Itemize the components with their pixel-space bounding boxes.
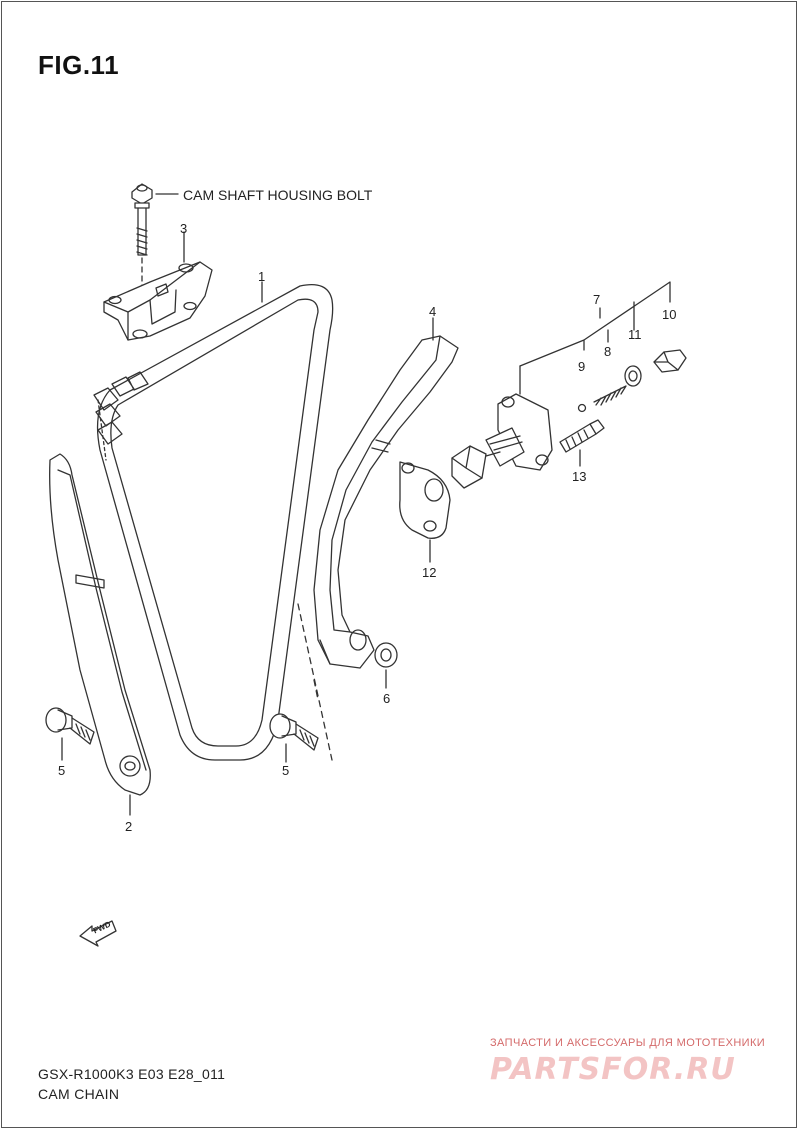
part-number-10: 10 [662,307,677,322]
tensioner-cap-bolt[interactable] [653,349,687,373]
guide-bolt-b[interactable] [269,713,319,751]
watermark-tagline: ЗАПЧАСТИ И АКСЕССУАРЫ ДЛЯ МОТОТЕХНИКИ [490,1037,766,1049]
part-number-5a: 5 [58,763,66,778]
part-number-1: 1 [258,269,266,284]
part-number-2: 2 [125,819,133,834]
fwd-arrow-icon [79,920,117,947]
part-number-8: 8 [604,344,612,359]
tensioner-ball[interactable] [577,403,587,413]
chain-tensioner-guide[interactable] [313,335,459,669]
cam-shaft-housing-bolt[interactable] [131,183,153,336]
tensioner-washer[interactable] [624,365,642,387]
chain-tensioner-adjuster[interactable] [451,393,553,489]
cam-chain[interactable] [93,283,334,761]
cam-shaft-housing[interactable] [103,261,213,341]
guide-mount-line [297,603,333,761]
footer-section-title: CAM CHAIN [38,1086,120,1102]
tensioner-gasket[interactable] [399,461,451,539]
part-number-6: 6 [383,691,391,706]
watermark-logo[interactable]: PARTSFOR.RU [490,1052,736,1087]
part-number-9: 9 [578,359,586,374]
chain-guide-left[interactable] [49,453,151,796]
part-number-11: 11 [628,327,642,342]
washer[interactable] [374,642,398,668]
callout-cam-shaft-housing-bolt: CAM SHAFT HOUSING BOLT [183,187,373,203]
part-number-13: 13 [572,469,587,484]
leader-7-tree [519,281,671,367]
part-number-4: 4 [429,304,437,319]
tensioner-spring[interactable] [593,385,627,406]
part-number-7: 7 [593,292,601,307]
figure-title: FIG.11 [38,50,120,80]
footer-model-code: GSX-R1000K3 E03 E28_011 [38,1066,226,1082]
tensioner-mount-bolt[interactable] [559,419,605,453]
guide-bolt-a[interactable] [45,707,95,745]
part-number-5b: 5 [282,763,290,778]
part-number-12: 12 [422,565,437,580]
part-number-3: 3 [180,221,188,236]
